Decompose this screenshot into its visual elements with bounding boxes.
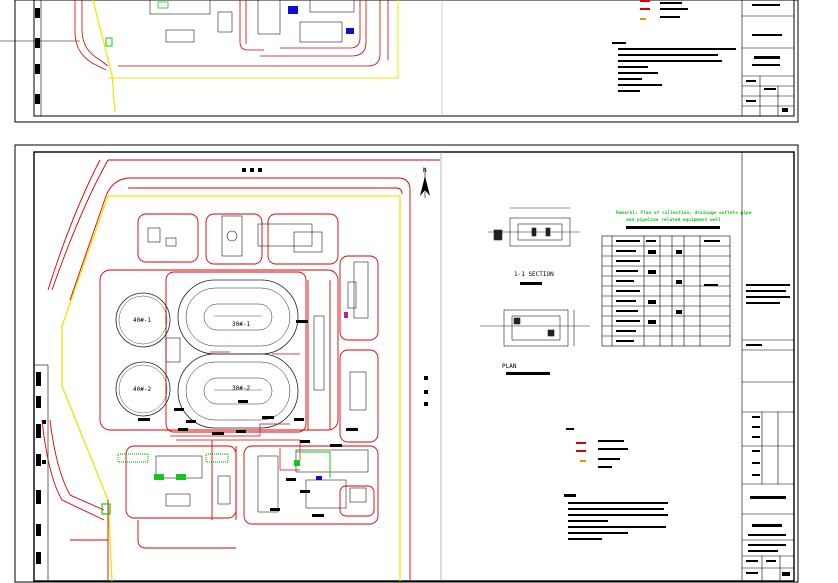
callout-tags (138, 320, 358, 517)
oxidation-ditch-2-label: 30#-2 (232, 385, 250, 392)
legend (566, 428, 628, 468)
plan-detail (480, 309, 590, 347)
oxidation-ditch-1: 30#-1 (177, 279, 299, 355)
upper-buildings (149, 0, 355, 43)
upper-boundary (92, 0, 116, 113)
upper-notes (612, 0, 736, 92)
clarifier-2-label: 40#-2 (133, 386, 151, 393)
upper-left-strip (35, 0, 42, 116)
upper-roads (74, 0, 389, 71)
oxidation-ditch-1-label: 30#-1 (232, 321, 250, 328)
site-roads (41, 159, 440, 581)
upper-accents (105, 1, 354, 47)
section-detail (488, 207, 580, 247)
lower-sheet-inner-frame (33, 151, 795, 582)
clarifier-2: 40#-2 (115, 361, 171, 417)
clarifier-1: 40#-1 (115, 292, 171, 348)
oxidation-ditch-2: 30#-2 (177, 353, 299, 429)
title-block (741, 151, 795, 582)
north-label: N (423, 167, 427, 174)
upper-title-block (741, 0, 795, 117)
note-title-line1: Remark1: Plan of collection, drainage ou… (616, 210, 752, 216)
schedule-table (601, 235, 731, 347)
lower-sheet-outer-frame (14, 144, 799, 583)
pipe-lines (170, 351, 301, 471)
clarifier-1-label: 40#-1 (133, 317, 151, 324)
north-arrow: N (420, 167, 430, 198)
note-title-line2: and pipeline related equipment well (626, 217, 721, 223)
lower-sheet: N 40#-1 40#-2 30#-1 (14, 144, 799, 583)
general-notes (564, 494, 668, 540)
plan-label: PLAN (502, 363, 517, 370)
site-boundary (108, 195, 401, 581)
site-buildings (147, 215, 369, 513)
lower-left-strip (34, 364, 49, 581)
section-label: 1-1 SECTION (514, 271, 554, 278)
upper-sheet-outer-frame (14, 0, 799, 123)
upper-sheet (0, 0, 799, 123)
lower-accents (101, 312, 348, 515)
